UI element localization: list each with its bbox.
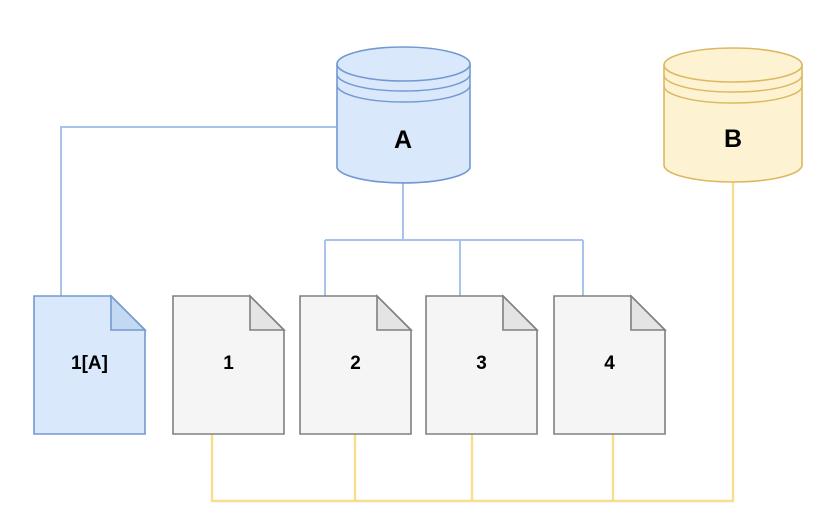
database-ring1-b	[663, 74, 803, 93]
document-node-1[interactable]	[172, 294, 286, 435]
database-body-b	[663, 64, 803, 183]
document-fold-1a	[110, 294, 147, 331]
document-fold-4	[630, 294, 667, 331]
database-node-a[interactable]	[336, 46, 471, 184]
document-node-3[interactable]	[425, 294, 539, 435]
document-fold-2	[376, 294, 413, 331]
document-node-2[interactable]	[299, 294, 413, 435]
connector-a-to-doc-1a[interactable]	[60, 126, 336, 300]
database-ring2-b	[663, 85, 803, 104]
database-ring2-a	[336, 84, 471, 103]
database-body-a	[336, 63, 471, 184]
database-node-b[interactable]	[663, 47, 803, 183]
database-ring1-a	[336, 73, 471, 92]
document-node-1a[interactable]	[33, 294, 147, 435]
database-top-a	[336, 46, 471, 82]
document-layer	[33, 294, 667, 435]
document-fold-1	[249, 294, 286, 331]
database-top-b	[663, 47, 803, 83]
database-layer	[336, 46, 803, 184]
document-node-4[interactable]	[553, 294, 667, 435]
document-fold-3	[502, 294, 539, 331]
connector-layer	[60, 126, 735, 503]
